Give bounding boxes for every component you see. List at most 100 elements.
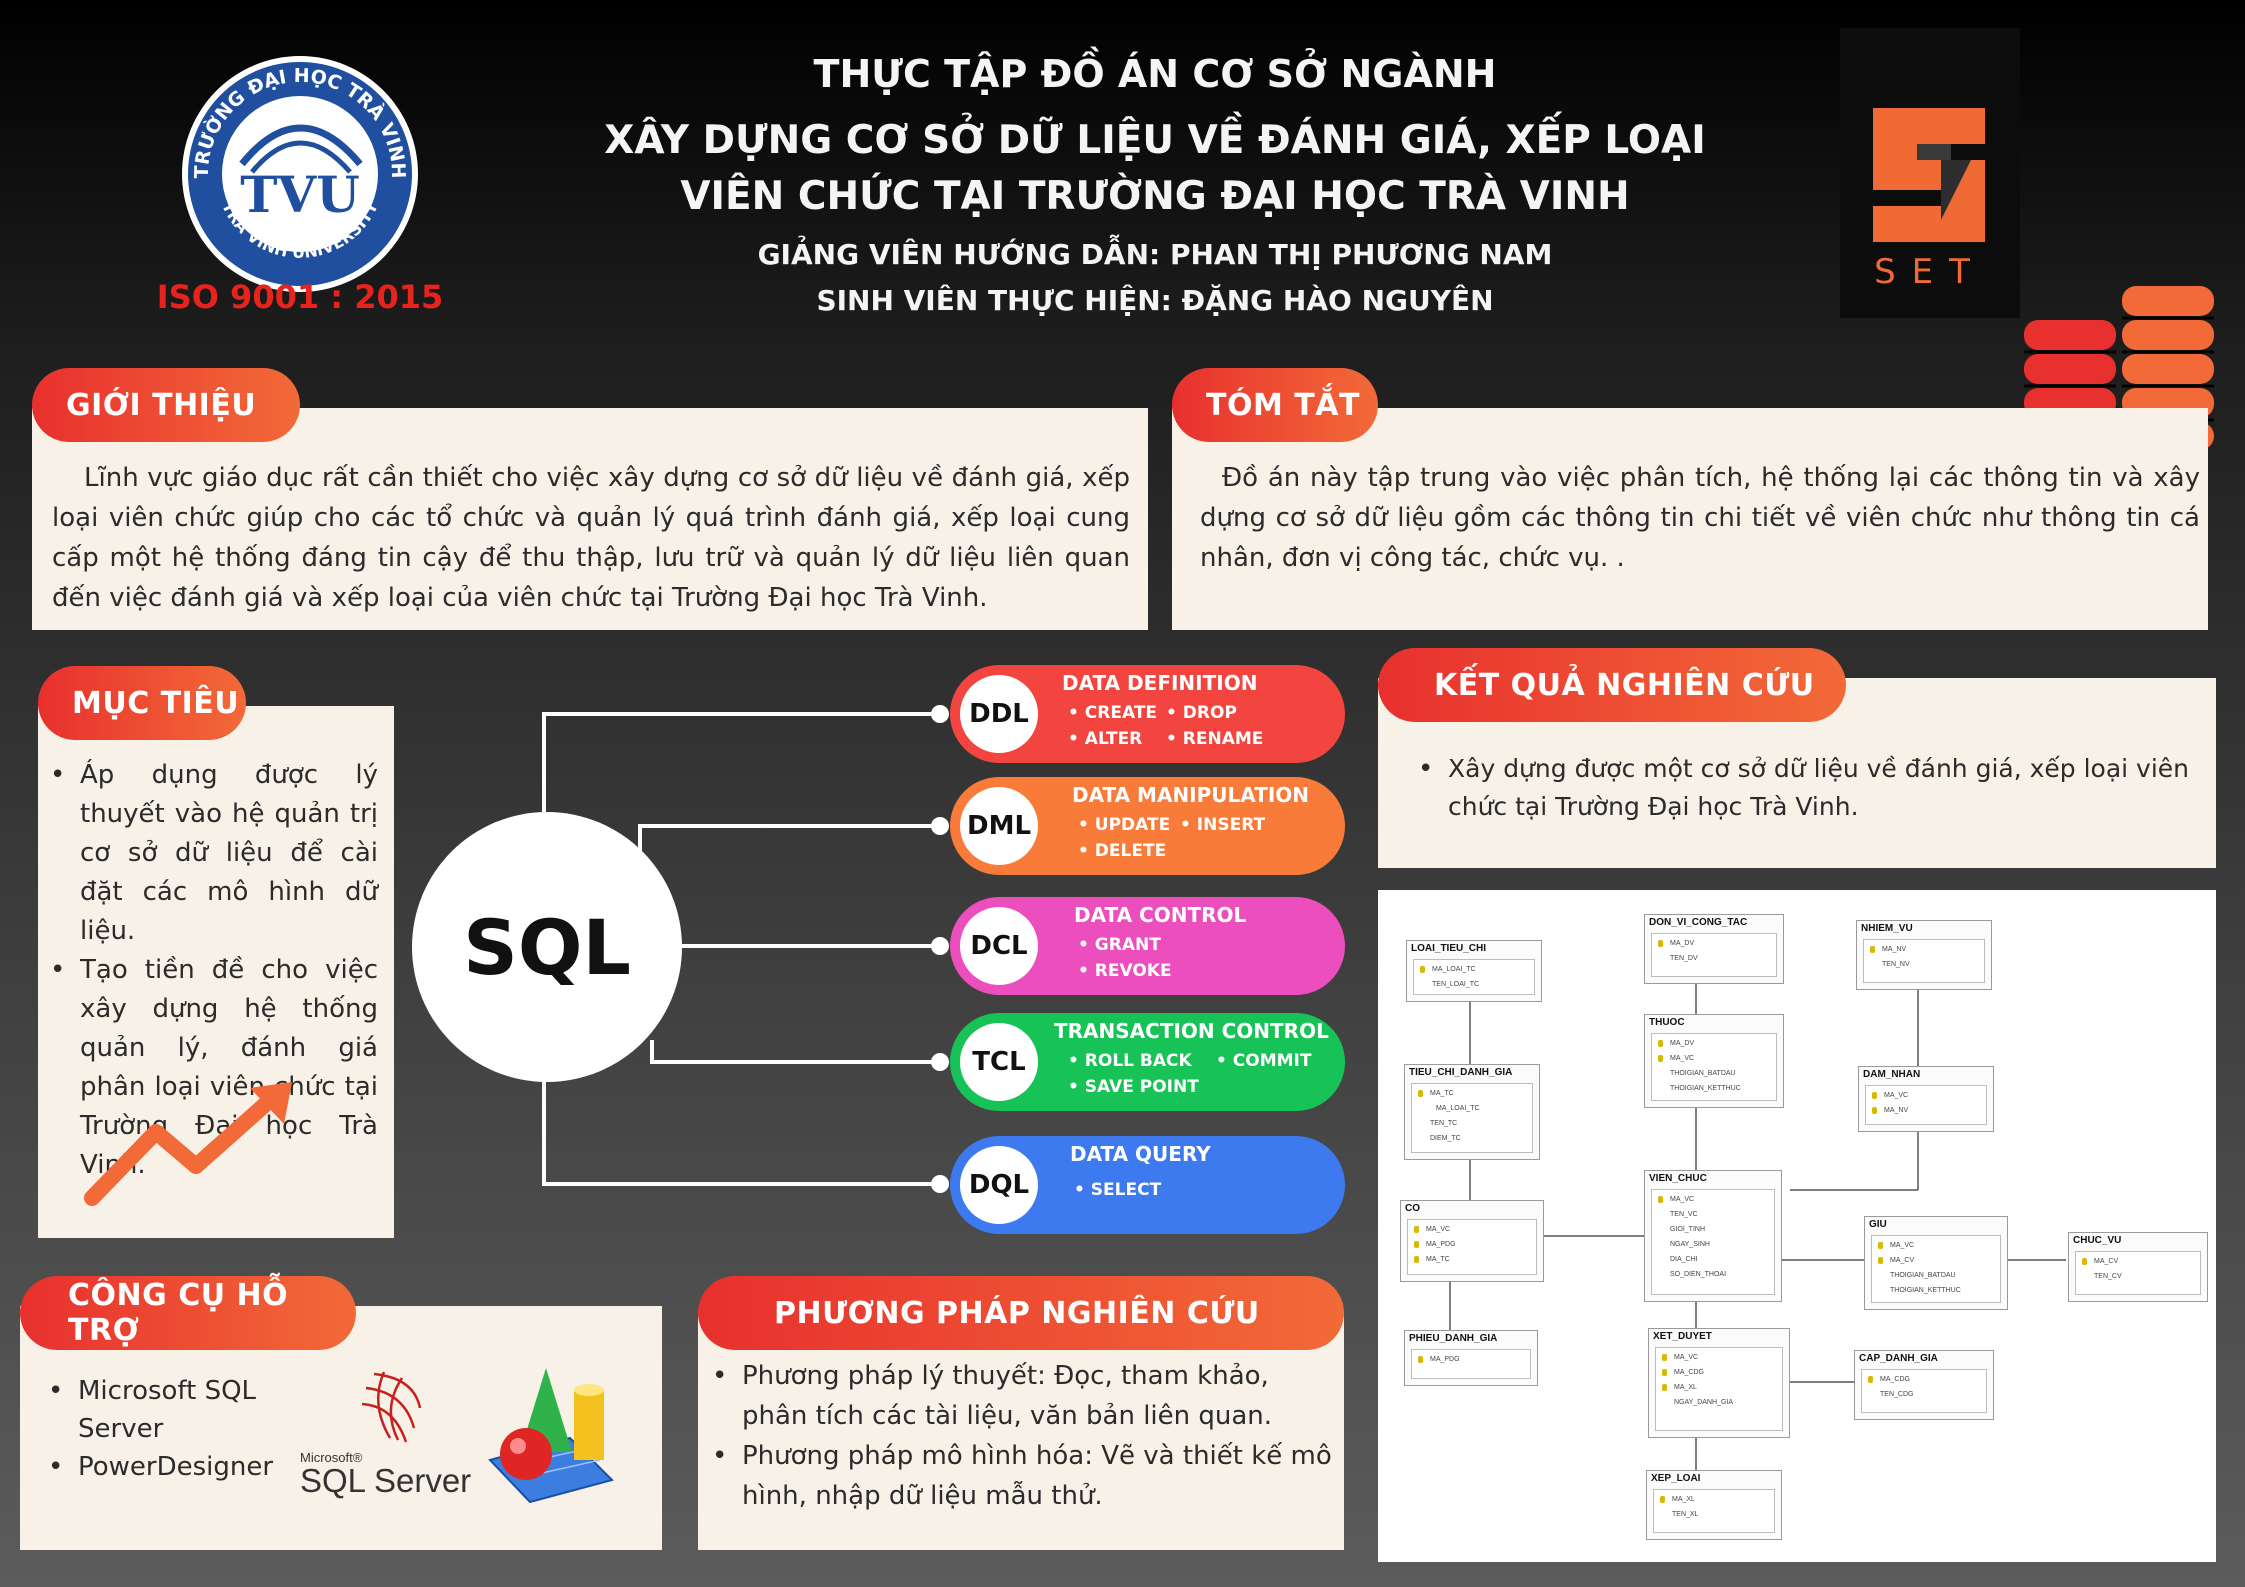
dml-pill: DML DATA MANIPULATION UPDATE INSERT DELE… — [950, 777, 1345, 875]
summary-panel — [1172, 408, 2208, 630]
er-field: MA_LOAI_TC — [1414, 962, 1534, 977]
er-entity-name: CHUC_VU — [2073, 1235, 2122, 1246]
intro-text: Lĩnh vực giáo dục rất cần thiết cho việc… — [52, 463, 1130, 613]
powerdesigner-icon — [488, 1368, 614, 1504]
tcl-item: ROLL BACK — [1068, 1051, 1192, 1071]
set-logo-text: SET — [1874, 252, 1986, 292]
er-relationship-lines — [1449, 984, 2066, 1470]
er-field: MA_VC — [1652, 1051, 1776, 1066]
er-field: MA_VC — [1872, 1238, 2000, 1253]
growth-arrow-icon — [84, 1082, 292, 1206]
dql-badge: DQL — [960, 1146, 1038, 1224]
method-item: Phương pháp mô hình hóa: Vẽ và thiết kế … — [704, 1436, 1340, 1516]
poster-title-line-1: THỰC TẬP ĐỒ ÁN CƠ SỞ NGÀNH — [813, 52, 1497, 96]
er-field: MA_PDG — [1408, 1237, 1536, 1252]
er-field: THOIGIAN_BATDAU — [1670, 1070, 1736, 1077]
sql-server-logo-big: SQL Server — [300, 1462, 472, 1499]
er-field: DIEM_TC — [1430, 1135, 1461, 1142]
er-field: TEN_CDG — [1880, 1391, 1914, 1398]
er-field: TEN_VC — [1670, 1211, 1698, 1218]
ddl-item: ALTER — [1068, 729, 1142, 749]
ddl-item: RENAME — [1166, 729, 1264, 749]
dql-pill: DQL DATA QUERY SELECT — [950, 1136, 1345, 1234]
tools-list: Microsoft SQL Server PowerDesigner — [40, 1372, 340, 1486]
er-field: MA_NV — [1864, 942, 1984, 957]
tcl-item: COMMIT — [1216, 1051, 1312, 1071]
logo-mark: TVU — [240, 165, 360, 224]
dcl-item: REVOKE — [1078, 961, 1172, 981]
er-field: THOIGIAN_KETTHUC — [1890, 1287, 1961, 1294]
er-field: MA_VC — [1866, 1088, 1986, 1103]
er-entity-tieu-chi-danh-gia: TIEU_CHI_DANH_GIA MA_TC MA_LOAI_TC TEN_TC D… — [1404, 1064, 1540, 1160]
er-field: MA_TC — [1412, 1086, 1532, 1101]
intro-panel — [32, 408, 1148, 630]
methods-list: Phương pháp lý thuyết: Đọc, tham khảo, p… — [704, 1356, 1340, 1516]
tcl-badge: TCL — [960, 1023, 1038, 1101]
ddl-pill: DDL DATA DEFINITION CREATE DROP ALTER RE… — [950, 665, 1345, 763]
er-entity-name: CO — [1405, 1203, 1420, 1214]
objectives-heading: MỤC TIÊU — [38, 666, 246, 740]
er-field: NGAY_SINH — [1670, 1241, 1710, 1248]
tcl-item: SAVE POINT — [1068, 1077, 1199, 1097]
er-field: MA_CV — [1872, 1253, 2000, 1268]
methods-heading: PHƯƠNG PHÁP NGHIÊN CỨU — [698, 1276, 1344, 1350]
er-entity-name: GIU — [1869, 1219, 1887, 1230]
dml-item: DELETE — [1078, 841, 1166, 861]
intro-heading: GIỚI THIỆU — [32, 368, 300, 442]
er-entity-nhiem-vu: NHIEM_VU MA_NV TEN_NV — [1856, 920, 1992, 990]
er-entity-name: VIEN_CHUC — [1649, 1173, 1707, 1184]
er-field: MA_XL — [1656, 1380, 1782, 1395]
er-field: MA_VC — [1408, 1222, 1536, 1237]
er-field: TEN_DV — [1670, 955, 1698, 962]
er-field: TEN_TC — [1430, 1120, 1458, 1127]
sql-center-circle: SQL — [412, 812, 682, 1082]
er-field: MA_TC — [1408, 1252, 1536, 1267]
er-entity-name: DAM_NHAN — [1863, 1069, 1921, 1080]
dml-badge: DML — [960, 787, 1038, 865]
er-entity-name: TIEU_CHI_DANH_GIA — [1409, 1067, 1513, 1078]
sql-server-logo: Microsoft® SQL Server — [300, 1368, 471, 1499]
er-entity-name: CAP_DANH_GIA — [1859, 1353, 1938, 1364]
er-field: MA_CDG — [1862, 1372, 1986, 1387]
er-field: MA_DV — [1652, 936, 1776, 951]
objective-item: Áp dụng được lý thuyết vào hệ quản trị c… — [42, 756, 378, 951]
sql-server-logo-small: Microsoft® — [300, 1450, 363, 1465]
results-heading: KẾT QUẢ NGHIÊN CỨU — [1378, 648, 1846, 722]
er-field: TEN_CV — [2094, 1273, 2122, 1280]
er-entity-name: LOAI_TIEU_CHI — [1411, 943, 1487, 954]
er-field: DIA_CHI — [1670, 1256, 1698, 1263]
ddl-title: DATA DEFINITION — [1062, 671, 1258, 695]
er-field: TEN_NV — [1882, 961, 1910, 968]
dql-title: DATA QUERY — [1070, 1142, 1211, 1166]
er-field: NGAY_DANH_GIA — [1674, 1399, 1733, 1406]
er-entity-cap-danh-gia: CAP_DANH_GIA MA_CDG TEN_CDG — [1854, 1350, 1994, 1420]
summary-text: Đồ án này tập trung vào việc phân tích, … — [1200, 463, 2200, 573]
er-field: TEN_LOAI_TC — [1432, 981, 1480, 988]
supervisor-line: GIẢNG VIÊN HƯỚNG DẪN: PHAN THỊ PHƯƠNG NA… — [757, 238, 1553, 271]
er-entity-loai-tieu-chi: LOAI_TIEU_CHI MA_LOAI_TC TEN_LOAI_TC — [1406, 940, 1542, 1002]
dml-item: UPDATE — [1078, 815, 1170, 835]
er-field: MA_VC — [1656, 1350, 1782, 1365]
result-item: Xây dựng được một cơ sở dữ liệu về đánh … — [1410, 750, 2190, 826]
er-entity-name: DON_VI_CONG_TAC — [1649, 917, 1748, 928]
er-diagram: LOAI_TIEU_CHI MA_LOAI_TC TEN_LOAI_TC DON_… — [1378, 890, 2216, 1562]
dml-item: INSERT — [1180, 815, 1265, 835]
dql-item: SELECT — [1074, 1180, 1161, 1200]
tcl-pill: TCL TRANSACTION CONTROL ROLL BACK COMMIT… — [950, 1013, 1345, 1111]
er-field: THOIGIAN_BATDAU — [1890, 1272, 1956, 1279]
ddl-badge: DDL — [960, 675, 1038, 753]
dcl-pill: DCL DATA CONTROL GRANT REVOKE — [950, 897, 1345, 995]
er-entity-name: NHIEM_VU — [1861, 923, 1913, 934]
er-field: MA_LOAI_TC — [1436, 1105, 1480, 1112]
er-field: MA_PDG — [1412, 1352, 1530, 1367]
er-field: THOIGIAN_KETTHUC — [1670, 1085, 1741, 1092]
ddl-item: DROP — [1166, 703, 1237, 723]
er-field: MA_XL — [1654, 1492, 1774, 1507]
student-line: SINH VIÊN THỰC HIỆN: ĐẶNG HÀO NGUYÊN — [816, 284, 1494, 317]
results-list: Xây dựng được một cơ sở dữ liệu về đánh … — [1410, 750, 2190, 826]
